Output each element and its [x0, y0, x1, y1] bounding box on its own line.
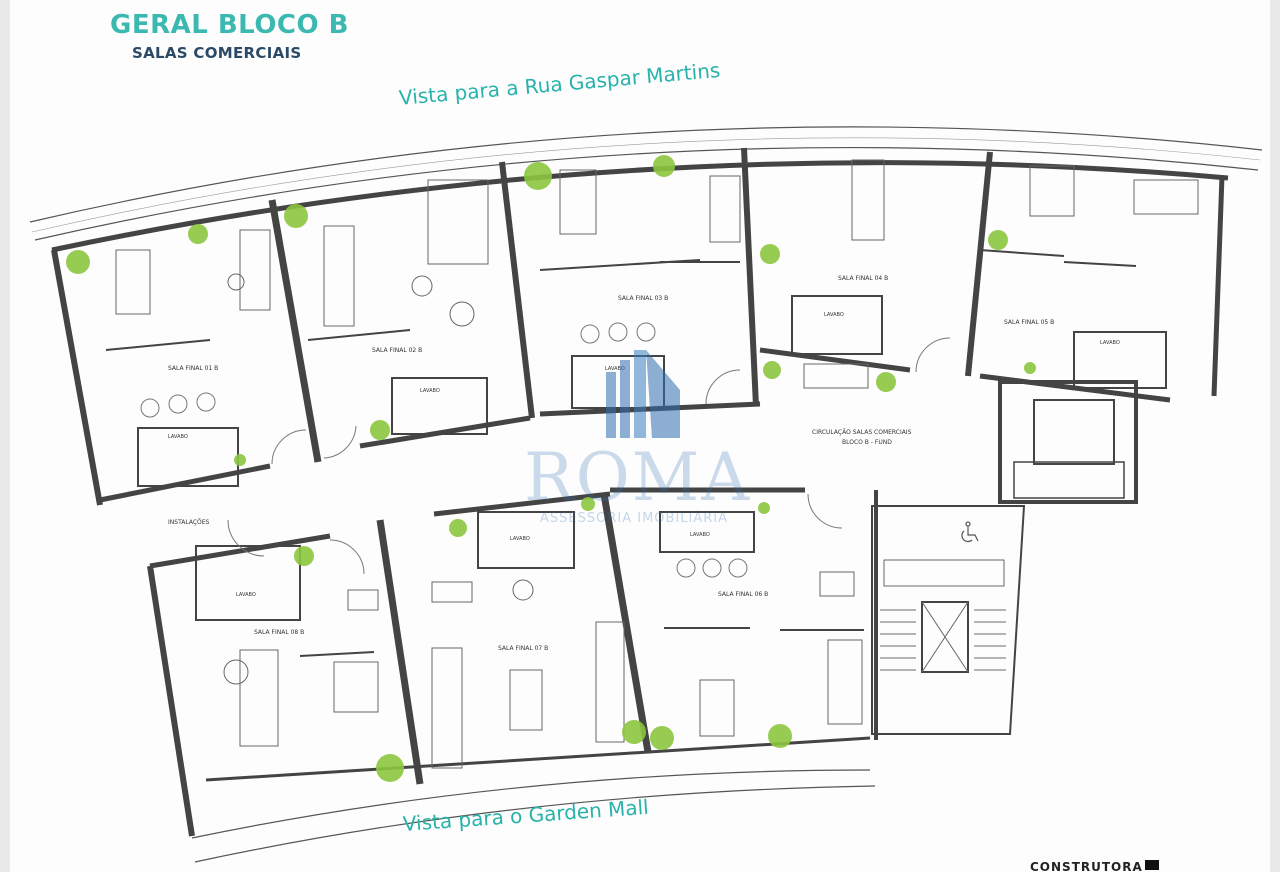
label-lavabo-08: LAVABO: [236, 592, 256, 598]
page-subtitle: SALAS COMERCIAIS: [132, 44, 302, 62]
left-border: [0, 0, 10, 872]
top-facade-outer: [29, 126, 1263, 223]
upper-rooms: [51, 147, 1229, 506]
builder-logo: [1144, 860, 1159, 870]
door-swings: [227, 337, 951, 575]
label-sala-04: SALA FINAL 04 B: [838, 275, 888, 282]
label-installations: INSTALAÇÕES: [168, 519, 210, 526]
label-sala-08: SALA FINAL 08 B: [254, 629, 304, 636]
builder-mark: CONSTRUTORA: [1030, 860, 1159, 874]
right-border: [1270, 0, 1280, 872]
top-facade-inner: [34, 146, 1259, 241]
watermark-logo: ROMA ASSESSORIA IMOBILIÁRIA: [524, 350, 751, 526]
accessibility-icon: [961, 521, 979, 543]
label-circulation-1: CIRCULAÇÃO SALAS COMERCIAIS: [812, 429, 912, 436]
page-title: GERAL BLOCO B: [110, 10, 349, 40]
label-lavabo-05: LAVABO: [1100, 340, 1120, 346]
label-circulation-2: BLOCO B - FUND: [842, 439, 892, 446]
label-lavabo-02: LAVABO: [420, 388, 440, 394]
lower-rooms: [147, 487, 878, 837]
label-lavabo-06: LAVABO: [690, 532, 710, 538]
label-lavabo-03: LAVABO: [605, 366, 625, 372]
builder-label: CONSTRUTORA: [1030, 860, 1143, 874]
label-sala-06: SALA FINAL 06 B: [718, 591, 768, 598]
label-sala-01: SALA FINAL 01 B: [168, 365, 218, 372]
watermark-name: ROMA: [524, 439, 751, 516]
service-core: [871, 380, 1138, 735]
label-sala-03: SALA FINAL 03 B: [618, 295, 668, 302]
label-sala-07: SALA FINAL 07 B: [498, 645, 548, 652]
bottom-facade-outer: [191, 769, 871, 839]
watermark-tagline: ASSESSORIA IMOBILIÁRIA: [540, 510, 728, 526]
furniture: [115, 159, 1199, 769]
plants: [66, 155, 1036, 782]
label-sala-02: SALA FINAL 02 B: [372, 347, 422, 354]
label-lavabo-04: LAVABO: [824, 312, 844, 318]
bottom-facade-inner: [194, 785, 876, 863]
label-lavabo-07: LAVABO: [510, 536, 530, 542]
label-sala-05: SALA FINAL 05 B: [1004, 319, 1054, 326]
label-lavabo-01: LAVABO: [168, 434, 188, 440]
